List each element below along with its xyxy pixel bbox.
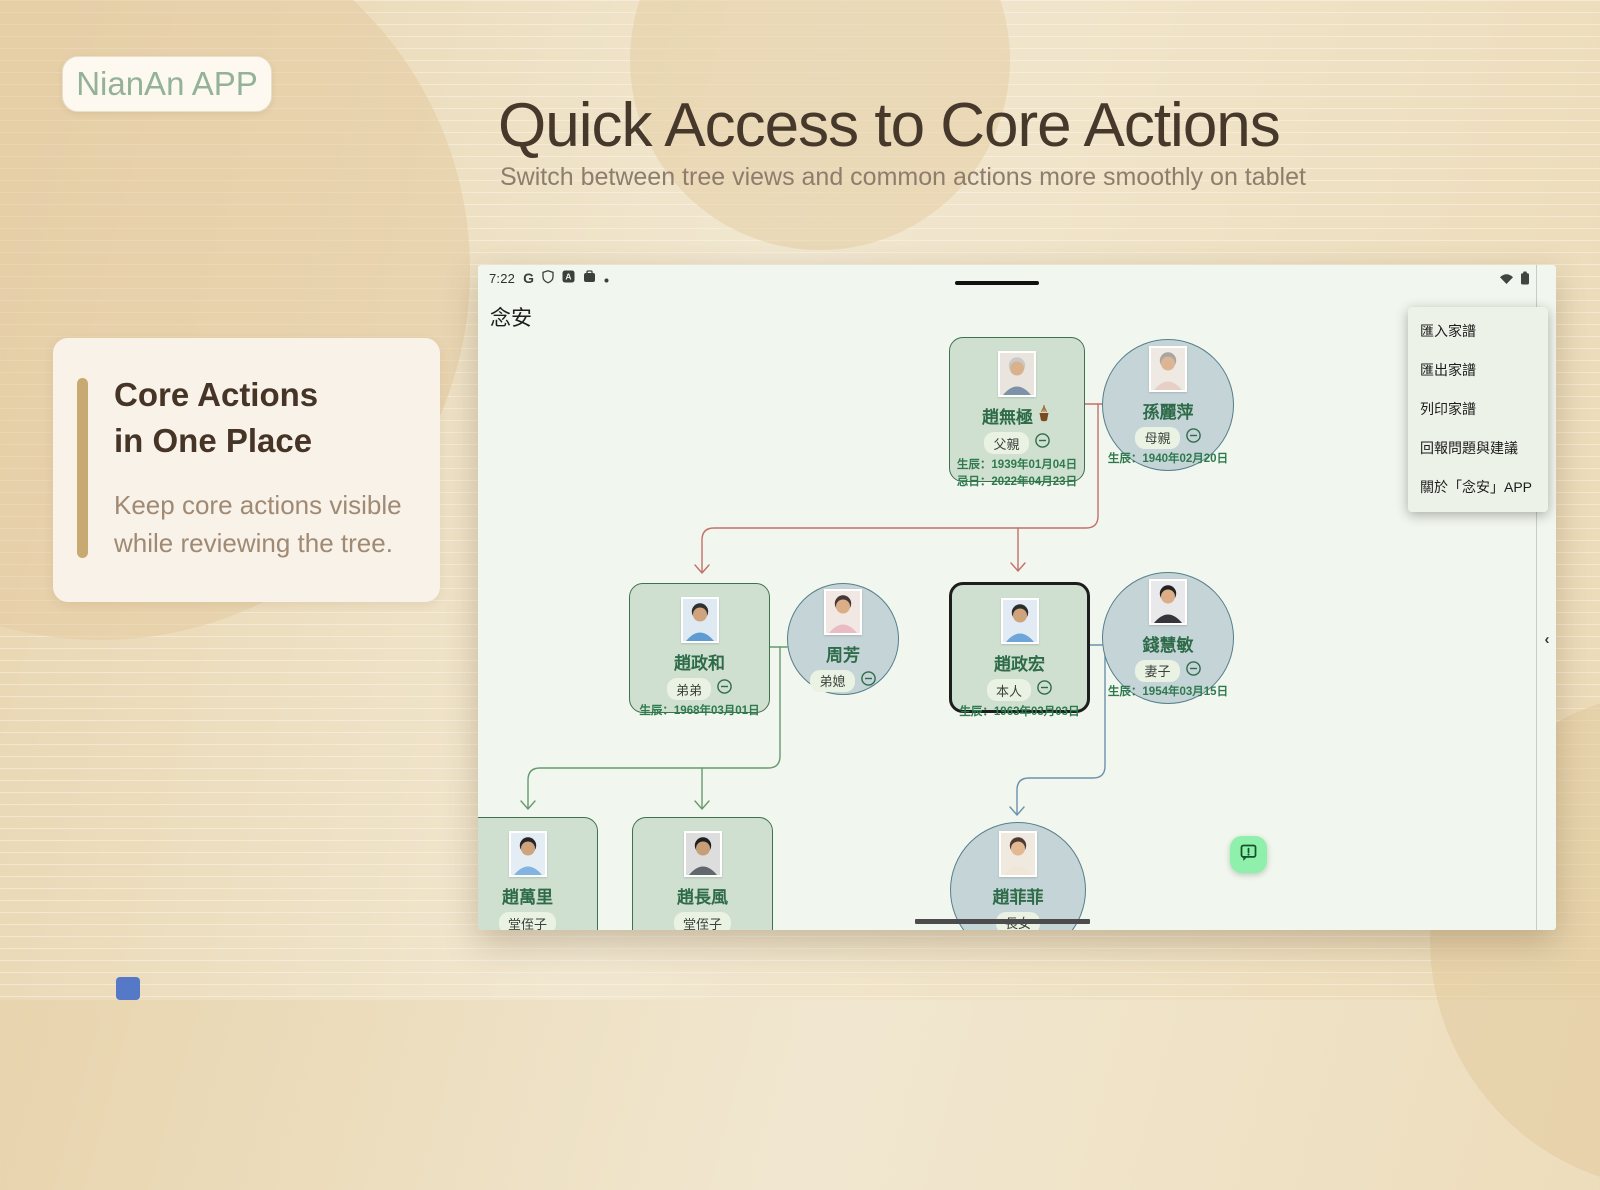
- menu-item-4[interactable]: 關於「念安」APP: [1420, 479, 1533, 495]
- tree-node-qian-huimin[interactable]: 錢慧敏妻子生辰：1954年03月15日: [1102, 572, 1234, 704]
- panel-collapse-chevron-icon[interactable]: ‹: [1544, 630, 1550, 648]
- member-photo: [1149, 578, 1187, 625]
- feature-heading: Core Actions in One Place: [114, 376, 319, 459]
- member-name: 趙菲菲: [992, 887, 1044, 907]
- tree-node-zhao-zhenghe[interactable]: 趙政和弟弟生辰：1968年03月01日: [629, 583, 770, 717]
- member-photo: [1000, 598, 1039, 644]
- member-date: 生辰：1968年03月01日: [639, 704, 760, 717]
- collapse-minus-icon[interactable]: [860, 670, 876, 691]
- letter-a-box-icon: A: [562, 270, 575, 286]
- member-photo: [508, 831, 547, 877]
- relation-badge: 本人: [986, 679, 1031, 701]
- member-photo: [680, 597, 719, 643]
- member-name: 趙政宏: [994, 655, 1045, 674]
- app-badge: NianAn APP: [62, 56, 272, 112]
- member-name: 孫麗萍: [1142, 402, 1194, 422]
- member-date: 生辰：1939年01月04日: [956, 458, 1078, 471]
- collapse-minus-icon[interactable]: [1037, 680, 1052, 700]
- feedback-fab[interactable]: [1230, 836, 1267, 873]
- clock: 7:22: [489, 270, 516, 286]
- member-photo: [998, 351, 1036, 397]
- status-bar: 7:22 G A: [478, 265, 1556, 291]
- member-name: 趙萬里: [502, 888, 553, 907]
- top-gesture-handle[interactable]: [955, 281, 1039, 285]
- bottom-gesture-bar[interactable]: [915, 919, 1090, 924]
- work-profile-icon: [583, 270, 596, 286]
- tree-connectors: [520, 403, 1106, 816]
- member-date: 生辰：1954年03月15日: [1107, 686, 1229, 699]
- tablet-screenshot: 7:22 G A 念安: [478, 265, 1556, 930]
- member-date: 忌日：2022年04月23日: [956, 476, 1078, 489]
- shield-icon: [542, 269, 554, 287]
- member-photo: [824, 588, 862, 635]
- member-name: 趙無極: [982, 408, 1033, 427]
- relation-badge: 堂侄子: [498, 912, 556, 930]
- member-name: 趙長風: [677, 888, 728, 907]
- menu-item-1[interactable]: 匯出家譜: [1420, 362, 1476, 378]
- member-photo: [683, 831, 722, 877]
- menu-item-0[interactable]: 匯入家譜: [1420, 323, 1476, 339]
- feedback-bubble-icon: [1238, 842, 1259, 868]
- incense-memorial-icon: [1036, 405, 1052, 428]
- feature-card: Core Actions in One Place Keep core acti…: [53, 338, 440, 602]
- member-photo: [999, 830, 1037, 877]
- menu-item-3[interactable]: 回報問題與建議: [1420, 440, 1518, 456]
- side-panel-divider: [1536, 265, 1537, 930]
- member-name: 周芳: [826, 645, 860, 665]
- svg-text:A: A: [565, 272, 571, 282]
- collapse-minus-icon[interactable]: [1185, 660, 1201, 681]
- tree-node-zhao-zhenghong[interactable]: 趙政宏本人生辰：1963年03月03日: [949, 582, 1090, 718]
- wifi-icon: [1499, 272, 1514, 290]
- member-photo: [1149, 345, 1187, 392]
- relation-badge: 弟媳: [810, 669, 855, 692]
- tree-node-zhao-changfeng[interactable]: 趙長風堂侄子生辰：2002年03月03日: [632, 817, 773, 930]
- tree-node-zhao-feifei[interactable]: 趙菲菲長女生辰：2001年04月02日: [950, 822, 1086, 930]
- tree-node-zhou-fang[interactable]: 周芳弟媳: [787, 583, 899, 695]
- status-bar-right: [1499, 271, 1530, 290]
- member-name: 錢慧敏: [1142, 635, 1194, 655]
- decorative-blue-mark: [116, 977, 140, 1000]
- page-subtitle: Switch between tree views and common act…: [500, 163, 1306, 191]
- collapse-minus-icon[interactable]: [717, 679, 732, 699]
- relation-badge: 堂侄子: [673, 912, 731, 930]
- feature-body: Keep core actions visible while reviewin…: [114, 490, 402, 559]
- battery-icon: [1520, 271, 1530, 290]
- accent-bar: [77, 378, 88, 558]
- tree-node-zhao-wanli[interactable]: 趙萬里堂侄子生辰：2006年03月02日: [478, 817, 598, 930]
- notification-dot-icon: [604, 271, 609, 286]
- collapse-minus-icon[interactable]: [1034, 433, 1050, 453]
- member-date: 生辰：1963年03月03日: [959, 705, 1080, 718]
- core-actions-menu: 匯入家譜匯出家譜列印家譜回報問題與建議關於「念安」APP: [1408, 307, 1548, 512]
- relation-badge: 弟弟: [666, 678, 711, 700]
- tree-node-zhao-wuji[interactable]: 趙無極父親生辰：1939年01月04日忌日：2022年04月23日: [949, 337, 1085, 488]
- relation-badge: 妻子: [1135, 659, 1180, 682]
- app-badge-label: NianAn APP: [76, 65, 258, 102]
- menu-item-2[interactable]: 列印家譜: [1420, 401, 1476, 417]
- relation-badge: 母親: [1135, 426, 1180, 449]
- google-icon: G: [523, 270, 534, 286]
- tree-node-sun-liping[interactable]: 孫麗萍母親生辰：1940年02月20日: [1102, 339, 1234, 471]
- collapse-minus-icon[interactable]: [1185, 427, 1201, 448]
- member-date: 生辰：1940年02月20日: [1107, 453, 1229, 466]
- relation-badge: 父親: [984, 432, 1029, 454]
- page-title: Quick Access to Core Actions: [498, 91, 1281, 160]
- member-name: 趙政和: [674, 654, 725, 673]
- app-title: 念安: [490, 307, 532, 330]
